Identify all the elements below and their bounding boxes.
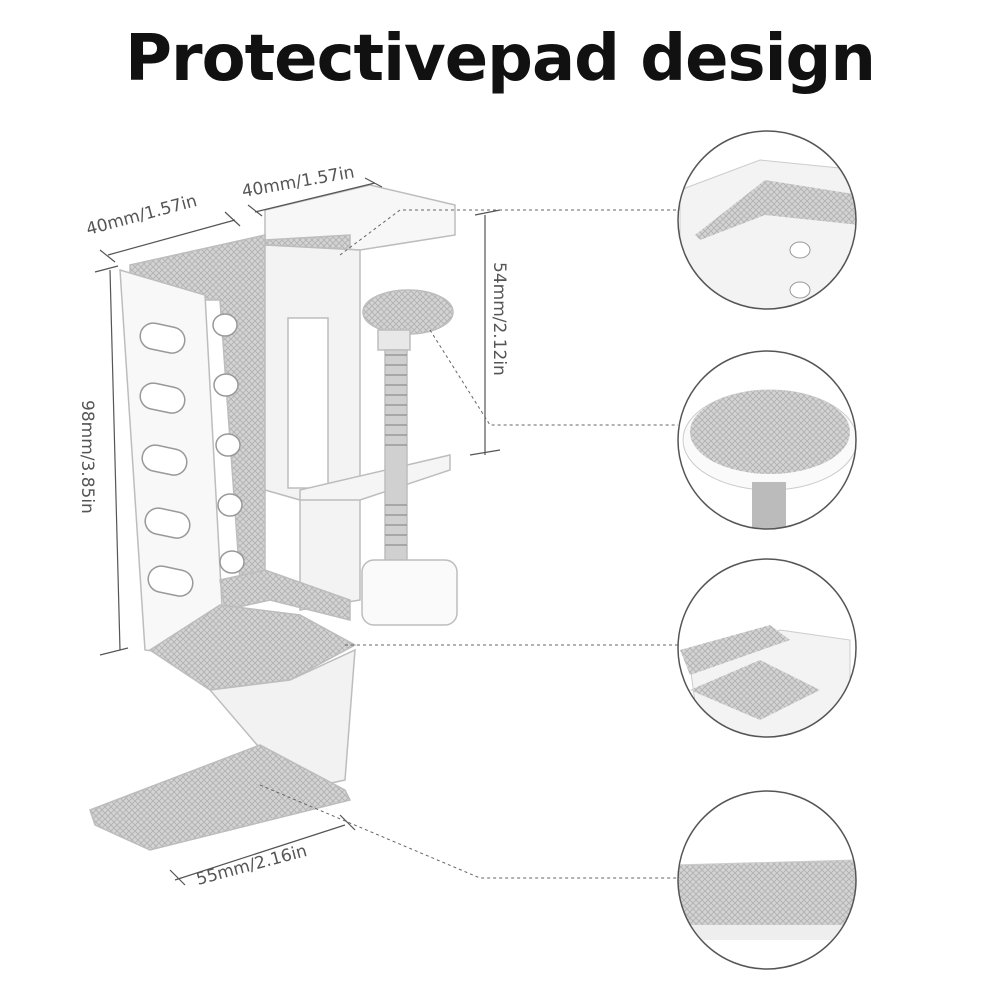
detail-view-base-pad bbox=[677, 790, 857, 970]
page-title: Protectivepad design bbox=[125, 22, 876, 96]
bracket-illustration bbox=[89, 184, 458, 851]
leader-lines bbox=[259, 209, 678, 879]
dim-base-width: 55mm/2.16in bbox=[194, 841, 309, 890]
detail-view-top-pad bbox=[677, 130, 857, 310]
detail-view-lower-pad bbox=[677, 558, 857, 738]
dim-top-left-width: 40mm/1.57in bbox=[84, 191, 199, 240]
detail-view-screw-pad bbox=[677, 350, 857, 530]
dim-total-height: 98mm/3.85in bbox=[77, 400, 97, 514]
dimension-lines bbox=[94, 177, 501, 886]
dim-clamp-height: 54mm/2.12in bbox=[489, 262, 509, 376]
